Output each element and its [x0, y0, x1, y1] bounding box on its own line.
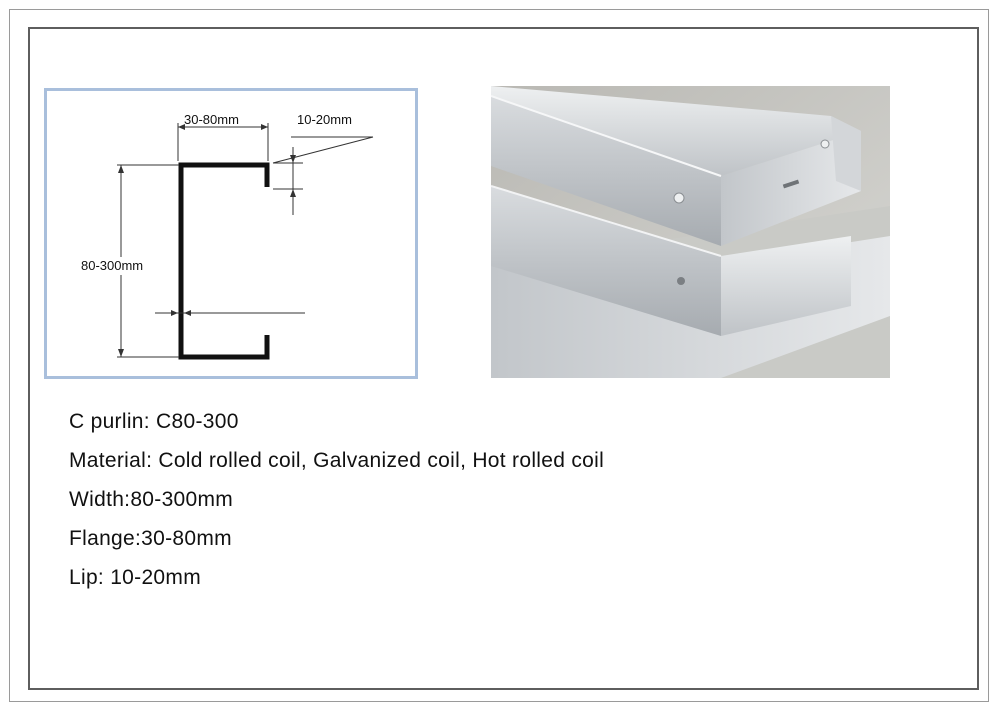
flange-arrow-left	[178, 124, 185, 130]
upper-purlin-hole	[673, 192, 685, 204]
lower-purlin-hole	[677, 277, 685, 285]
upper-purlin-hole-2	[820, 139, 830, 149]
lip-arrow-top	[290, 155, 296, 163]
web-arrow-top	[118, 165, 124, 173]
spec-flange: Flange:30-80mm	[69, 527, 232, 550]
web-label-bg	[81, 257, 173, 275]
lower-purlin-side	[491, 186, 721, 336]
web-arrow-bottom	[118, 349, 124, 357]
upper-purlin-end	[721, 131, 861, 246]
flange-arrow-right	[261, 124, 268, 130]
spec-product: C purlin: C80-300	[69, 410, 239, 433]
upper-purlin-side	[491, 96, 721, 246]
spec-lip: Lip: 10-20mm	[69, 566, 201, 589]
lip-leader-line	[272, 136, 374, 164]
spec-material: Material: Cold rolled coil, Galvanized c…	[69, 449, 605, 472]
c-profile-shape	[178, 162, 270, 360]
c-purlin-profile-drawing: 30-80mm 10-20mm 80-300mm	[81, 112, 374, 360]
lower-purlin-end	[721, 236, 851, 336]
lip-label: 10-20mm	[297, 112, 352, 127]
purlin-photo-illustration	[491, 86, 890, 378]
upper-edge-highlight	[491, 95, 722, 177]
purlin-photo	[491, 86, 890, 378]
lower-edge-highlight	[491, 185, 722, 257]
upper-purlin-top	[491, 86, 861, 176]
spec-width: Width:80-300mm	[69, 488, 234, 511]
outer-frame	[9, 9, 989, 702]
thickness-arrow-left	[171, 310, 178, 316]
spec-list: C purlin: C80-300 Material: Cold rolled …	[69, 402, 604, 597]
lip-arrow-bottom	[290, 189, 296, 197]
upper-purlin-lip	[831, 116, 861, 191]
thickness-arrow-right	[184, 310, 191, 316]
c-purlin-diagram: 30-80mm 10-20mm 80-300mm	[44, 88, 418, 379]
web-label: 80-300mm	[81, 258, 143, 273]
flange-label: 30-80mm	[184, 112, 239, 127]
upper-purlin-slot	[782, 179, 800, 189]
